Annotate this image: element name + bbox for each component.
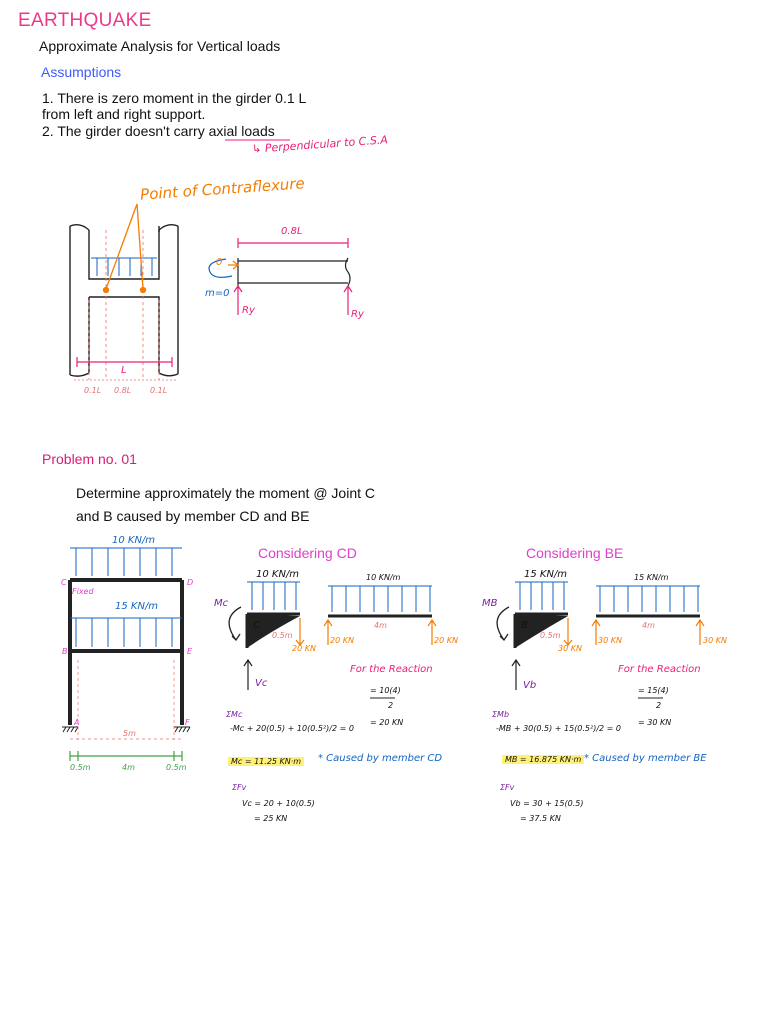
cd-sum-f: ΣFv bbox=[232, 783, 247, 792]
assumption-line-1: 1. There is zero moment in the girder 0.… bbox=[42, 90, 307, 106]
beam-span-label: 0.8L bbox=[281, 226, 303, 237]
frame-span-label: 5m bbox=[123, 729, 136, 738]
h-frame bbox=[69, 223, 179, 377]
be-vb-label: Vb bbox=[523, 680, 537, 691]
cd-caused-by: * Caused by member CD bbox=[318, 753, 443, 764]
considering-cd-heading: Considering CD bbox=[258, 545, 357, 561]
frame-top-load-label: 10 KN/m bbox=[112, 535, 156, 546]
be-mb-label: MB bbox=[482, 598, 498, 609]
cd-r-right: 20 KN bbox=[434, 636, 458, 645]
cd-mc-label: Mc bbox=[214, 598, 229, 609]
ry-right-label: Ry bbox=[351, 309, 364, 320]
cd-r-left: 20 KN bbox=[330, 636, 354, 645]
inflection-lines bbox=[88, 230, 160, 380]
problem-line-2: and B caused by member CD and BE bbox=[76, 508, 310, 524]
frame-joint-b: B bbox=[62, 647, 68, 656]
be-sum-f: ΣFv bbox=[500, 783, 515, 792]
be-span bbox=[591, 585, 705, 699]
be-result: MB = 16.875 KN·m bbox=[502, 755, 585, 764]
be-r-left: 30 KN bbox=[598, 636, 622, 645]
frame-fixed-label: Fixed bbox=[72, 587, 94, 596]
page-subtitle: Approximate Analysis for Vertical loads bbox=[39, 38, 281, 54]
frame-dim-mid: 4m bbox=[122, 763, 135, 772]
problem-line-1: Determine approximately the moment @ Joi… bbox=[76, 485, 375, 501]
frame-support-f: F bbox=[185, 718, 190, 727]
assumption-line-3: 2. The girder doesn't carry axial loads bbox=[42, 123, 275, 139]
dim-mid-label: 0.8L bbox=[114, 386, 132, 395]
cd-span-label: 4m bbox=[374, 621, 387, 630]
dim-right-label: 0.1L bbox=[150, 386, 168, 395]
cd-load-left: 10 KN/m bbox=[256, 569, 300, 580]
be-load-right: 15 KN/m bbox=[634, 573, 669, 582]
be-span-label: 4m bbox=[642, 621, 655, 630]
cd-moment-eq: -Mc + 20(0.5) + 10(0.5²)/2 = 0 bbox=[230, 724, 354, 733]
m-zero-label: m=0 bbox=[205, 288, 230, 299]
beam-span-dimension bbox=[237, 238, 349, 248]
moment-arc bbox=[208, 258, 233, 278]
be-r-right: 30 KN bbox=[703, 636, 727, 645]
cd-node-c: C bbox=[253, 620, 260, 631]
frame-dim-right: 0.5m bbox=[166, 763, 187, 772]
problem-heading: Problem no. 01 bbox=[42, 451, 137, 467]
reaction-arrows bbox=[233, 284, 353, 315]
frame-mid-load bbox=[70, 617, 182, 647]
frame-joint-d: D bbox=[187, 578, 194, 587]
contraflexure-pointers bbox=[102, 203, 147, 294]
cd-reaction-den: 2 bbox=[388, 701, 394, 710]
frame-top-load bbox=[70, 547, 182, 576]
be-len-label: 0.5m bbox=[540, 631, 561, 640]
l-dimension bbox=[76, 357, 173, 367]
cd-load-right: 10 KN/m bbox=[366, 573, 401, 582]
frame-support-a: A bbox=[74, 718, 80, 727]
be-reaction-eq2: = 30 KN bbox=[638, 718, 672, 727]
considering-be-heading: Considering BE bbox=[526, 545, 624, 561]
moment-zero-label: 0 bbox=[216, 257, 223, 268]
frame-dim-left: 0.5m bbox=[70, 763, 91, 772]
l-label: L bbox=[121, 365, 127, 376]
frame-supports bbox=[62, 726, 191, 733]
page-title: EARTHQUAKE bbox=[18, 10, 152, 31]
portal-frame bbox=[68, 578, 184, 725]
cd-v-eq1: Vc = 20 + 10(0.5) bbox=[242, 799, 315, 808]
cd-force-label: 20 KN bbox=[292, 644, 316, 653]
frame-joint-c: C bbox=[61, 578, 67, 587]
free-beam bbox=[237, 257, 351, 287]
be-reaction-den: 2 bbox=[656, 701, 662, 710]
be-node-b: B bbox=[521, 620, 528, 631]
cd-len-label: 0.5m bbox=[272, 631, 293, 640]
be-caused-by: * Caused by member BE bbox=[584, 753, 707, 764]
be-v-eq2: = 37.5 KN bbox=[520, 814, 561, 823]
be-v-eq1: Vb = 30 + 15(0.5) bbox=[510, 799, 584, 808]
frame-dimension bbox=[69, 751, 183, 761]
be-cantilever bbox=[496, 581, 573, 690]
be-sum-m: ΣMb bbox=[492, 710, 510, 719]
frame-mid-load-label: 15 KN/m bbox=[115, 601, 159, 612]
cd-result: Mc = 11.25 KN·m bbox=[228, 757, 305, 766]
be-load-left: 15 KN/m bbox=[524, 569, 568, 580]
cd-cantilever bbox=[228, 581, 305, 690]
cd-vc-label: Vc bbox=[255, 678, 268, 689]
be-force-label: 30 KN bbox=[558, 644, 582, 653]
cd-sum-m: ΣMc bbox=[226, 710, 243, 719]
assumption-line-2: from left and right support. bbox=[42, 106, 206, 122]
be-reaction-eq1: = 15(4) bbox=[638, 686, 669, 695]
cd-reaction-eq2: = 20 KN bbox=[370, 718, 404, 727]
ry-left-label: Ry bbox=[242, 305, 255, 316]
frame-joint-e: E bbox=[187, 647, 193, 656]
cd-v-eq2: = 25 KN bbox=[254, 814, 288, 823]
dim-left-label: 0.1L bbox=[84, 386, 102, 395]
be-reaction-title: For the Reaction bbox=[618, 664, 701, 675]
cd-span bbox=[323, 585, 437, 699]
cd-reaction-eq1: = 10(4) bbox=[370, 686, 401, 695]
cd-reaction-title: For the Reaction bbox=[350, 664, 433, 675]
assumptions-heading: Assumptions bbox=[41, 64, 122, 80]
be-moment-eq: -MB + 30(0.5) + 15(0.5²)/2 = 0 bbox=[496, 724, 622, 733]
figure-1-diagram bbox=[69, 139, 353, 381]
